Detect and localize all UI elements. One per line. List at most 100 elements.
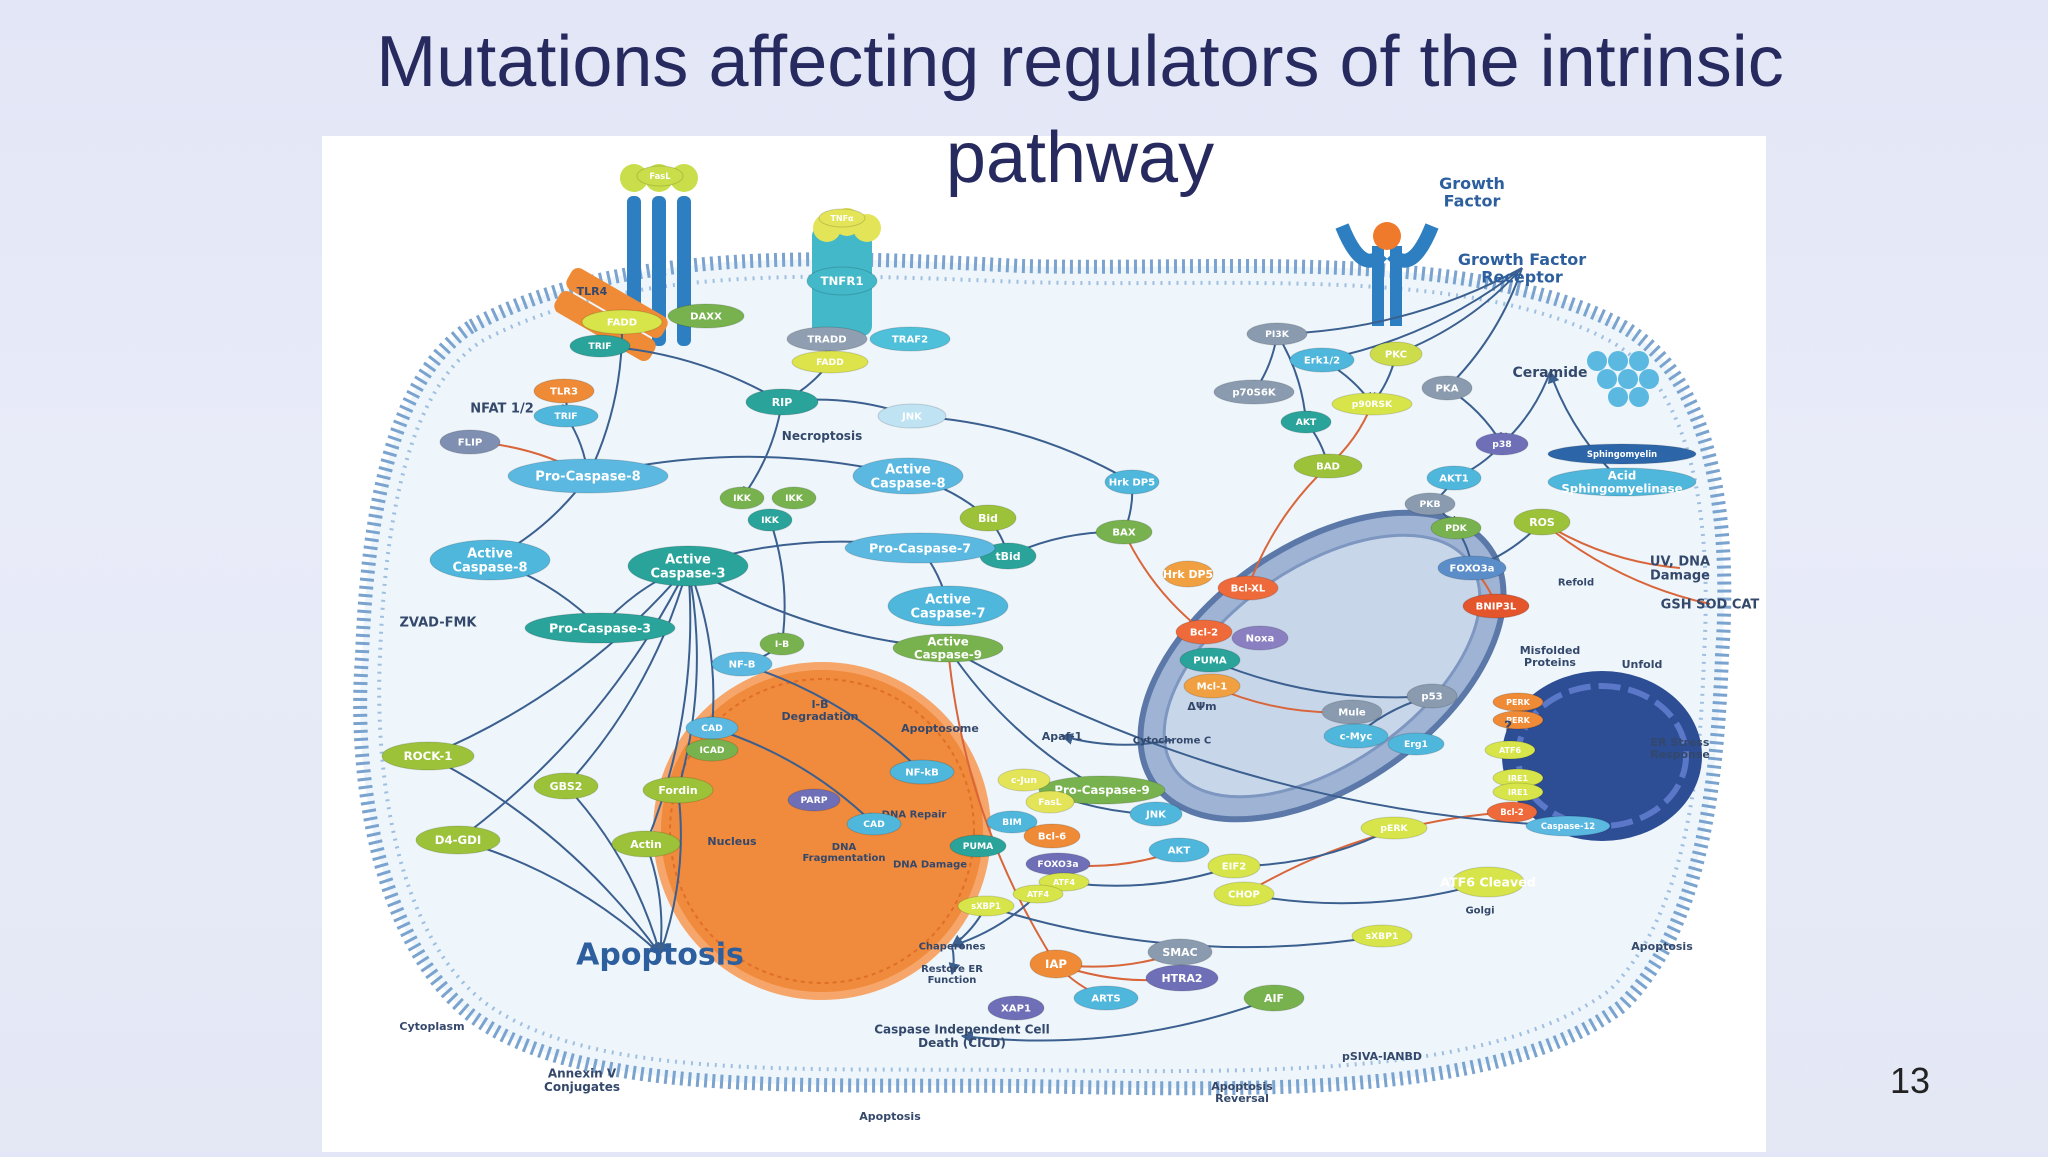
node-gsh: GSH SOD CAT [1661,598,1760,613]
node-label: NF-B [729,660,756,671]
node-shape [852,457,964,495]
node-bcl6: Bcl-6 [1023,823,1081,849]
node-label: Erg1 [1404,739,1428,750]
node-cytoplasm: Cytoplasm [399,1020,464,1033]
node-pi3k: PI3K [1246,322,1308,346]
node-shape [642,776,714,804]
slide-number: 13 [1889,1060,1931,1101]
node-shape [1451,866,1525,898]
node-shape [745,388,819,416]
node-label: PARP [801,795,828,806]
node-shape [1475,432,1529,456]
node-label: ROCK-1 [404,749,453,763]
node-bim: BIM [986,810,1038,834]
node-label: GSH SOD CAT [1661,598,1760,613]
node-perk1: PERK [1492,692,1544,712]
node-label: TNFR1 [820,274,863,288]
node-pro_casp8: Pro-Caspase-8 [507,458,669,494]
node-nfat: NFAT 1/2 [470,402,534,417]
arrow-p53-to-puma1 [1208,658,1433,699]
arrow-act_casp3-to-gbs2 [565,565,689,787]
node-label: FLIP [458,438,482,449]
arrow-fordin-to-apoptosis_main [658,789,682,956]
node-foxo3a2: FOXO3a [1025,852,1091,876]
node-shape [636,165,684,187]
node-cad2: CAD [846,812,902,836]
node-akt3: AKT [1148,837,1210,863]
node-hrk_dp5: Hrk DP5 [1162,560,1214,588]
node-label: GBS2 [550,780,583,793]
node-fasl: FasL [636,165,684,187]
arrow-act_casp3-to-fordin [675,565,698,792]
node-shape [533,378,595,404]
node-shape [787,788,841,812]
node-label: CAD [701,723,723,734]
node-label: PUMA [1193,656,1227,667]
node-chop: CHOP [1213,881,1275,907]
node-shape [1023,823,1081,849]
node-shape [611,830,681,858]
node-gbs2: GBS2 [533,772,599,800]
node-label: DNA Damage [893,860,967,871]
node-shape [569,334,631,358]
node-shape [1213,379,1295,405]
node-label: TRAF2 [892,335,928,346]
node-sxbp1b: sXBP1 [1351,924,1413,948]
node-foxo3a1: FOXO3a [1437,555,1507,581]
node-shape [1129,801,1183,827]
node-label: ATF4 [1053,878,1075,887]
node-smac: SMAC [1147,938,1213,966]
node-tnfa: TNFα [818,208,866,228]
node-bad: BAD [1293,453,1363,479]
node-label: c-Myc [1340,732,1373,743]
node-shape [1246,322,1308,346]
arrow-casp12-to-act_casp9 [946,647,1569,827]
node-puma2: PUMA [949,834,1007,858]
node-p38: p38 [1475,432,1529,456]
node-label: Bcl-XL [1231,584,1266,595]
node-shape [1323,723,1389,749]
node-flip: FLIP [439,429,501,455]
node-shape [1148,837,1210,863]
node-akt1: AKT [1280,410,1332,434]
node-label: ATF6 Cleaved [1440,874,1535,889]
node-label: NFAT 1/2 [470,402,534,417]
node-nucleus_label: Nucleus [707,835,757,848]
node-shape [1331,392,1413,416]
node-atf6: ATF6 [1484,740,1536,760]
node-label: Mule [1338,708,1366,719]
node-nfkb2: NF-kB [889,759,955,785]
node-puma1: PUMA [1179,647,1241,673]
node-label: Chaperones [919,942,986,953]
node-label: PDK [1445,523,1467,534]
node-fasl2: FasL [1025,790,1075,814]
node-shape [524,612,676,644]
node-necroptosis: Necroptosis [782,429,862,443]
arrow-chaperones-to-restore_er [948,945,961,976]
node-label: Apoptosis [576,938,744,973]
node-tlr3: TLR3 [533,378,595,404]
node-label: Caspase-12 [1541,821,1595,831]
node-shape [1421,375,1473,401]
node-label: JNK [1145,810,1167,821]
node-apoptosis3: Apoptosis [1631,940,1693,953]
node-shape [959,504,1017,532]
node-bid: Bid [959,504,1017,532]
node-label: TLR3 [550,387,578,398]
node-label: BAX [1112,528,1135,539]
node-label: Unfold [1622,658,1663,671]
node-iap: IAP [1029,949,1083,979]
node-refold: Refold [1558,578,1594,589]
node-jnk2: JNK [1129,801,1183,827]
node-shape [415,825,501,855]
node-dna_repair: DNA Repair [882,810,947,821]
